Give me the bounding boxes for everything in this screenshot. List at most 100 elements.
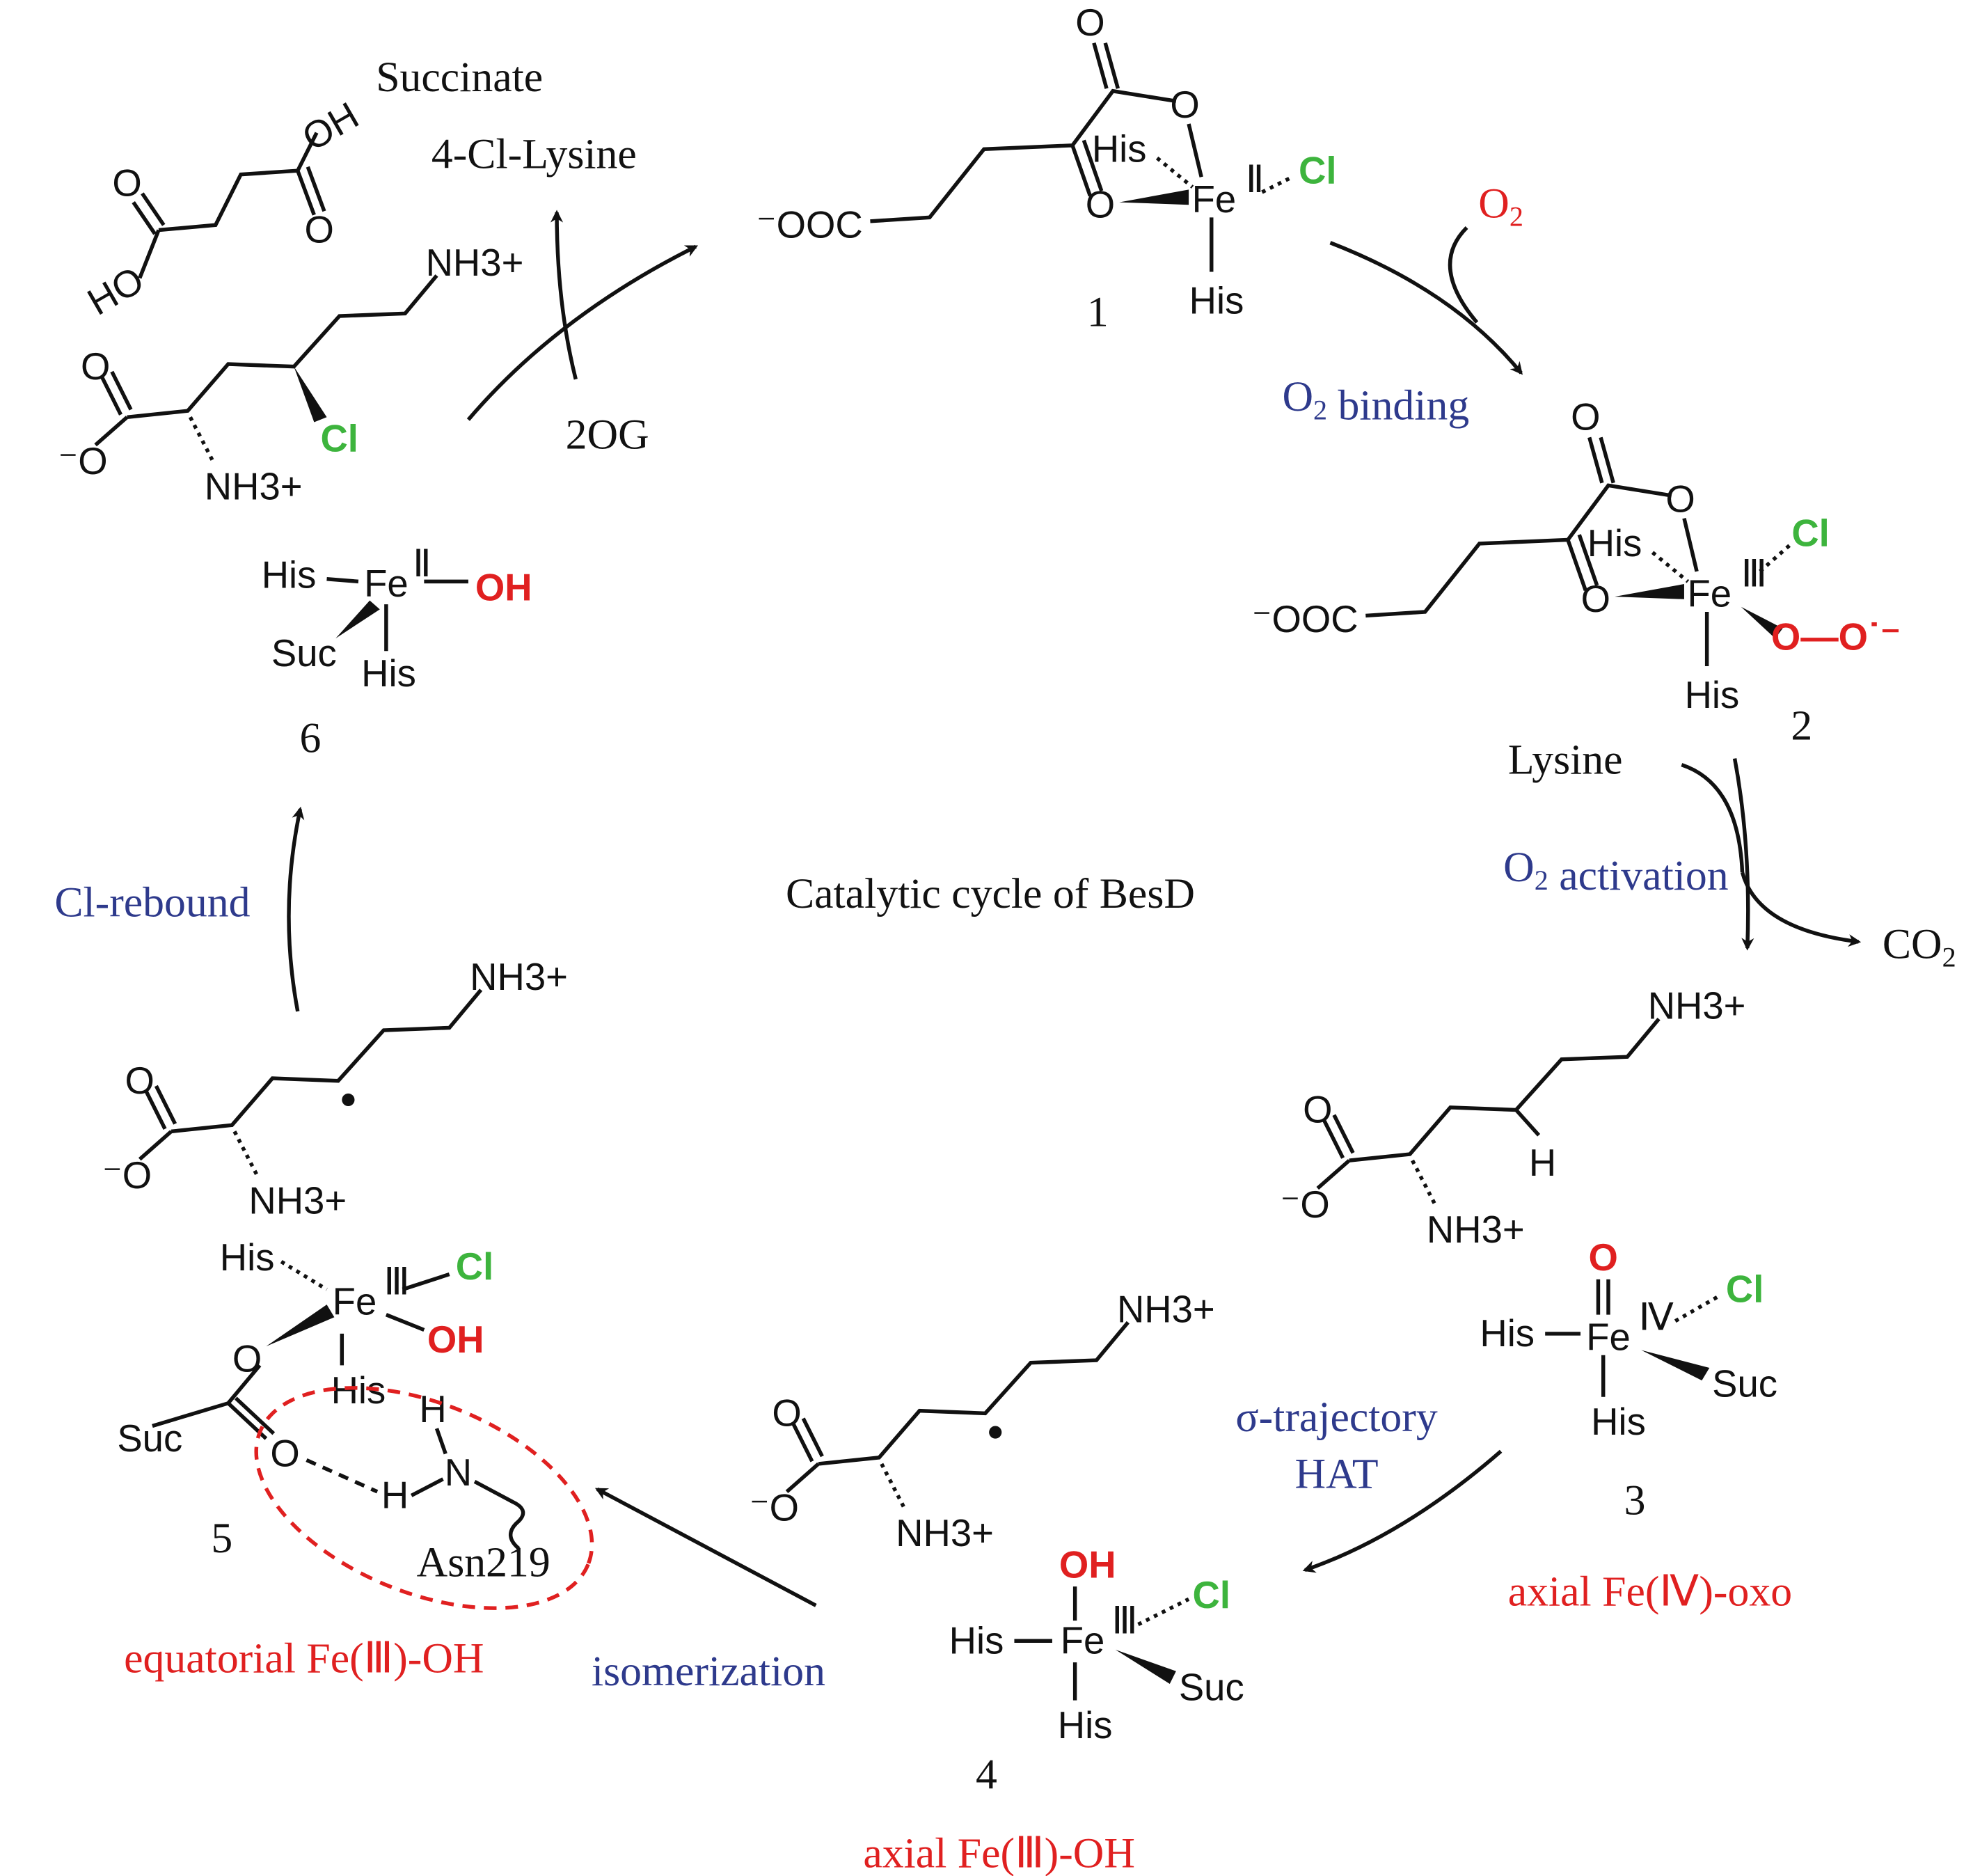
atom-label: Cl: [1299, 149, 1336, 191]
amino-group-label: NH3+: [426, 242, 524, 284]
atom-label: ⁻O: [102, 1154, 152, 1197]
atom-label: O: [304, 209, 333, 251]
atom-label: Fe: [1061, 1619, 1105, 1662]
atom-label: Fe: [1586, 1316, 1631, 1359]
atom-label: His: [949, 1619, 1004, 1662]
state-label-4: axial Fe(Ⅲ)-OH: [863, 1829, 1135, 1876]
succinate-label: Succinate: [376, 54, 543, 101]
lysine-bonds: [785, 1321, 1130, 1493]
oxidation-state: Ⅲ: [1741, 553, 1768, 595]
hat-label: HAT: [1295, 1450, 1379, 1497]
o2-label: O2: [1478, 180, 1523, 232]
lysine-bonds: [138, 988, 483, 1161]
atom-label: ⁻OOC: [1252, 598, 1358, 640]
atom-label: Suc: [1712, 1363, 1777, 1405]
compound-number-5: 5: [211, 1515, 232, 1562]
radical-dot: [342, 1093, 355, 1107]
lysine-5: O ⁻O NH3+ NH3+: [102, 956, 568, 1222]
atom-label: O: [1571, 395, 1600, 438]
superoxo-label: O—O˙⁻: [1771, 615, 1901, 658]
atom-label: O: [1581, 578, 1610, 620]
succinate-structure: O HO OH O: [80, 94, 365, 324]
oxidation-state: Ⅲ: [1111, 1599, 1138, 1641]
atom-label: Fe: [1192, 178, 1237, 221]
atom-label: His: [220, 1236, 275, 1279]
atom-label: O: [772, 1392, 801, 1434]
atom-label: H: [381, 1474, 409, 1517]
atom-label: O: [1086, 183, 1115, 226]
complex-6-iron: His Fe Ⅱ OH Suc His: [262, 542, 532, 695]
cl-rebound-label: Cl-rebound: [54, 879, 250, 927]
compound-number-4: 4: [976, 1751, 997, 1799]
atom-label: H: [1529, 1142, 1556, 1184]
lysine-substrates: O⁻ONH3+NH3+ClO⁻ONH3+NH3+O⁻ONH3+NH3+O⁻ONH…: [58, 242, 1745, 1554]
co2-label: CO2: [1883, 921, 1956, 973]
atom-label: OH: [295, 94, 365, 159]
atom-label: HO: [80, 258, 150, 324]
lysine-bonds: [94, 274, 438, 447]
oxidation-state: Ⅱ: [1246, 158, 1265, 200]
lysine-bonds: [1316, 1017, 1661, 1190]
atom-label: O: [232, 1337, 262, 1380]
atom-label: Cl: [1193, 1574, 1230, 1616]
lysine-hashed-bond: [188, 416, 215, 463]
amino-group-label: NH3+: [248, 1179, 347, 1222]
complex-2: ⁻OOC O O O His Fe Ⅲ Cl O—O˙⁻ His: [1252, 395, 1901, 716]
atom-label: O: [1170, 84, 1199, 126]
compound-number-3: 3: [1624, 1477, 1646, 1524]
radical-dot: [989, 1426, 1002, 1439]
oxidation-state: Ⅱ: [413, 542, 431, 585]
state-label-5: equatorial Fe(Ⅲ)-OH: [124, 1635, 484, 1682]
atom-label: H: [419, 1388, 446, 1430]
amino-group-label: NH3+: [1117, 1288, 1215, 1331]
atom-label: Fe: [333, 1281, 377, 1323]
atom-label: O: [1589, 1236, 1618, 1279]
lysine-4: O ⁻O NH3+ NH3+: [750, 1288, 1215, 1554]
asn219-label: Asn219: [417, 1539, 550, 1586]
atom-label: O: [125, 1059, 154, 1102]
cl-lysine-label: 4-Cl-Lysine: [431, 131, 637, 178]
atom-label: Fe: [1687, 573, 1732, 615]
amino-group-label: NH3+: [470, 956, 568, 998]
amino-group-label: NH3+: [896, 1512, 994, 1554]
atom-label: His: [1591, 1401, 1646, 1443]
o2-activation-label: O2 activation: [1503, 844, 1729, 899]
compound-number-6: 6: [299, 715, 321, 762]
atom-label: Cl: [1726, 1268, 1764, 1311]
atom-label: ⁻OOC: [756, 203, 863, 246]
oxidation-state: Ⅲ: [383, 1261, 410, 1303]
atom-label: His: [1480, 1312, 1535, 1355]
atom-label: His: [1189, 279, 1244, 322]
atom-label: Suc: [1179, 1666, 1244, 1709]
state-label-3: axial Fe(Ⅳ)-oxo: [1508, 1568, 1792, 1615]
lysine-hashed-bond: [880, 1463, 906, 1509]
atom-label: N: [445, 1451, 472, 1494]
c-h-bond: [1514, 1108, 1541, 1137]
atom-label: Cl: [1791, 512, 1829, 555]
diagram-title: Catalytic cycle of BesD: [786, 870, 1195, 917]
complex-4-iron: OH His Fe Ⅲ Cl Suc His: [949, 1543, 1244, 1747]
atom-label: OH: [1059, 1543, 1116, 1586]
atom-label: O: [81, 345, 110, 388]
atom-label: Suc: [117, 1417, 182, 1460]
atom-label: His: [1092, 127, 1147, 170]
complex-3-iron: O His Fe Ⅳ Cl Suc His: [1480, 1236, 1777, 1443]
atom-label: His: [361, 652, 416, 695]
isomerization-label: isomerization: [592, 1648, 825, 1695]
atom-label: ⁻O: [1281, 1183, 1330, 1226]
2og-label: 2OG: [566, 411, 649, 459]
oxidation-state: Ⅳ: [1639, 1295, 1674, 1338]
atom-label: OH: [475, 567, 532, 609]
complex-1: ⁻OOC O O O His Fe Ⅱ Cl His: [756, 1, 1337, 322]
compound-number-2: 2: [1791, 702, 1812, 749]
atom-label: O: [112, 161, 141, 204]
atom-label: His: [262, 553, 317, 596]
atom-label: O: [270, 1433, 299, 1475]
lysine-hashed-bond: [1411, 1159, 1437, 1206]
amino-group-label: NH3+: [205, 465, 303, 507]
atom-label: ⁻O: [750, 1487, 799, 1529]
atom-label: O: [1075, 1, 1104, 44]
